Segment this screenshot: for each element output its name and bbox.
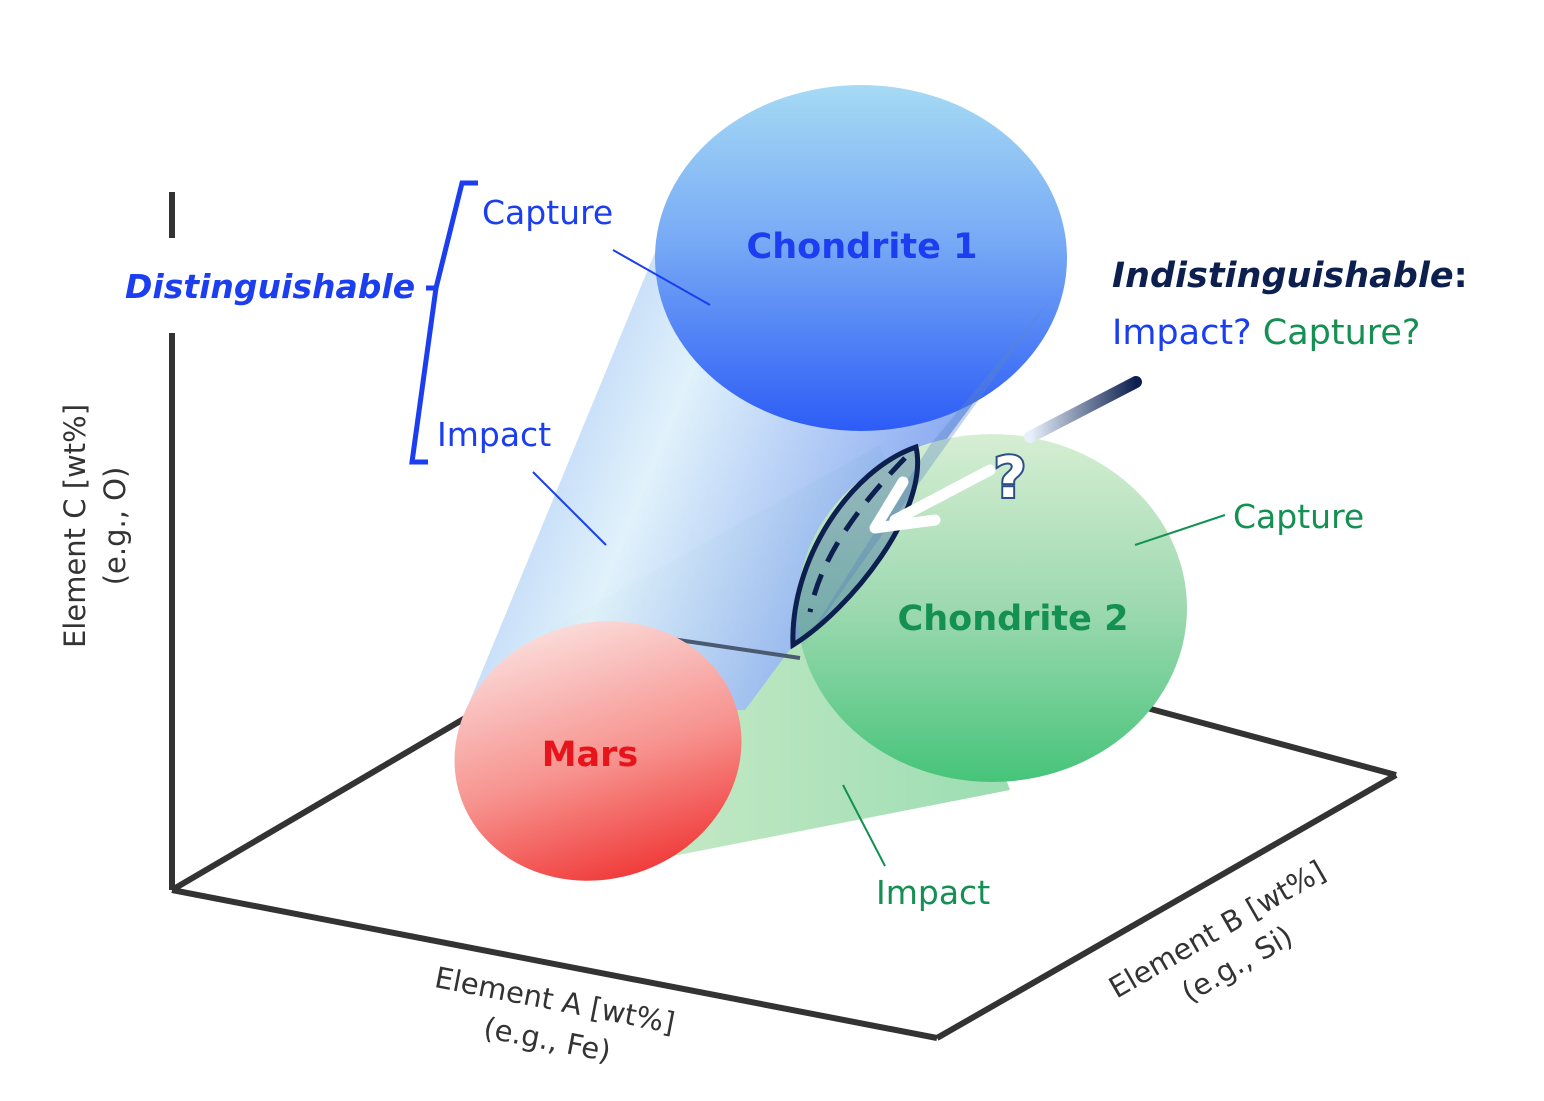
pointer-arrow-shaft [889,464,996,526]
left-capture-label: Capture [482,193,613,232]
indistinguishable-colon: : [1454,256,1468,296]
hidden-edge-line [664,636,801,660]
indistinguishable-title: Indistinguishable [1112,256,1454,296]
left-capture-leader [612,249,711,306]
impact-question: Impact? [1112,313,1252,353]
mars-label: Mars [542,735,639,775]
indistinguishable-heading: Indistinguishable: [1112,256,1468,296]
question-spacer [1252,313,1263,353]
mars-ellipse [454,621,742,881]
overlap-band [800,300,1050,650]
right-capture-leader [1134,514,1226,546]
axis-b [935,772,1398,1041]
chondrite1-label: Chondrite 1 [747,227,978,267]
axis-a [171,887,938,1041]
capture-question: Capture? [1263,313,1421,353]
pointer-line [1024,376,1142,443]
left-impact-leader [532,471,607,546]
indistinguishable-region-dashed [807,456,907,613]
floor-back-edge [170,697,498,893]
chondrite1-ellipse [655,85,1067,431]
right-impact-leader [842,784,886,867]
axis-c-example: (e.g., O) [98,467,132,586]
question-mark: ? [994,446,1026,511]
distinguishable-heading: Distinguishable [125,267,415,306]
axis-b-label: Element B [wt%] (e.g., Si) [1103,854,1331,1010]
distinguishable-bracket [409,180,478,465]
pointer-arrowhead-icon [869,476,941,534]
left-impact-label: Impact [437,415,551,454]
axis-c-label: Element C [wt%] (e.g., O) [58,404,132,648]
axis-c-title: Element C [wt%] [58,404,92,648]
right-impact-label: Impact [876,873,990,912]
chondrite2-label: Chondrite 2 [898,599,1129,639]
question-line: Impact? Capture? [1112,313,1421,353]
right-capture-label: Capture [1233,497,1364,536]
